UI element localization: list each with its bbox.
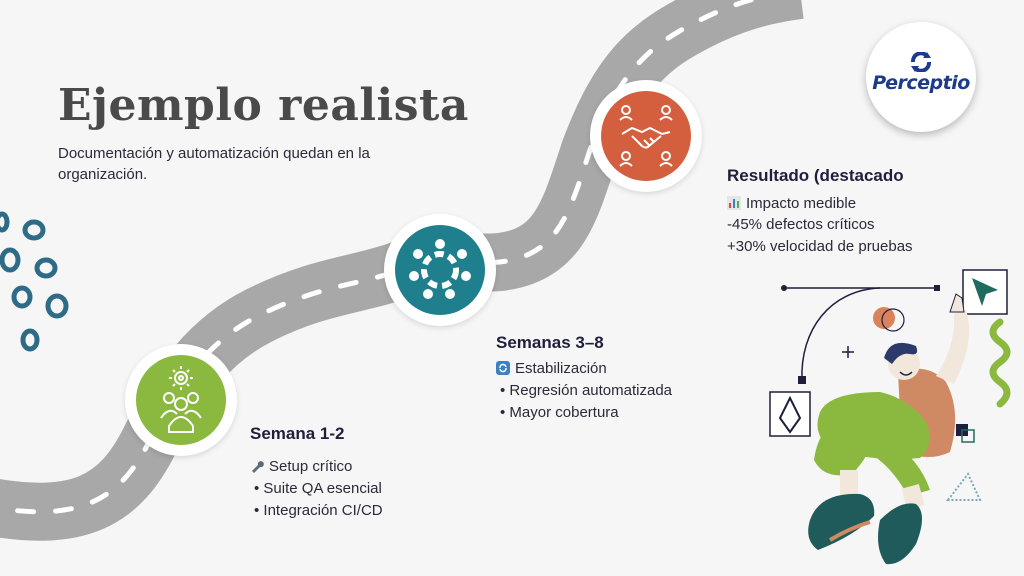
stage-3-heading: Impacto medible — [727, 195, 856, 212]
stage-2-title: Semanas 3–8 — [496, 333, 604, 352]
perceptio-logo: Perceptio — [866, 22, 976, 132]
ring-decoration — [20, 328, 40, 352]
stage-3-title: Resultado (destacado — [727, 166, 904, 185]
stage-2-heading: Estabilización — [496, 360, 607, 377]
slide-title: Ejemplo realista — [58, 80, 469, 131]
bar-chart-icon — [727, 196, 741, 210]
stage-3-badge — [590, 80, 702, 192]
ring-decoration — [45, 293, 69, 319]
pen-nib-icon — [778, 395, 802, 434]
ring-decoration — [0, 247, 21, 273]
logo-text: Perceptio — [872, 72, 970, 94]
stage-1-heading: Setup crítico — [250, 458, 352, 475]
stage-2-badge — [384, 214, 496, 326]
perceptio-mark-icon — [911, 52, 931, 72]
people-circle-icon — [409, 239, 471, 299]
stage-1-heading-text: Setup crítico — [269, 458, 353, 475]
stage-2-heading-text: Estabilización — [515, 360, 607, 377]
stage-1-title: Semana 1-2 — [250, 424, 345, 443]
ring-decoration — [34, 257, 58, 279]
ring-decoration — [0, 211, 10, 233]
stage-3-item: -45% defectos críticos — [727, 216, 875, 233]
handshake-icon — [619, 105, 673, 167]
stage-1-item: • Integración CI/CD — [254, 502, 383, 519]
stage-2-item: • Mayor cobertura — [500, 404, 619, 421]
stage-1-item: • Suite QA esencial — [254, 480, 382, 497]
team-gear-icon — [160, 366, 202, 433]
stage-1-badge — [125, 344, 237, 456]
stage-2-item: • Regresión automatizada — [500, 382, 673, 399]
stage-3-item: +30% velocidad de pruebas — [727, 238, 913, 255]
ring-decoration — [22, 219, 46, 241]
ring-decoration — [11, 285, 33, 309]
refresh-icon — [496, 361, 510, 375]
stage-3-heading-text: Impacto medible — [746, 195, 857, 212]
decorative-rings — [0, 211, 69, 352]
cursor-arrow-icon — [972, 278, 998, 306]
slide-subtitle: Documentación y automatización quedan en… — [58, 145, 370, 183]
wrench-icon — [252, 461, 264, 473]
